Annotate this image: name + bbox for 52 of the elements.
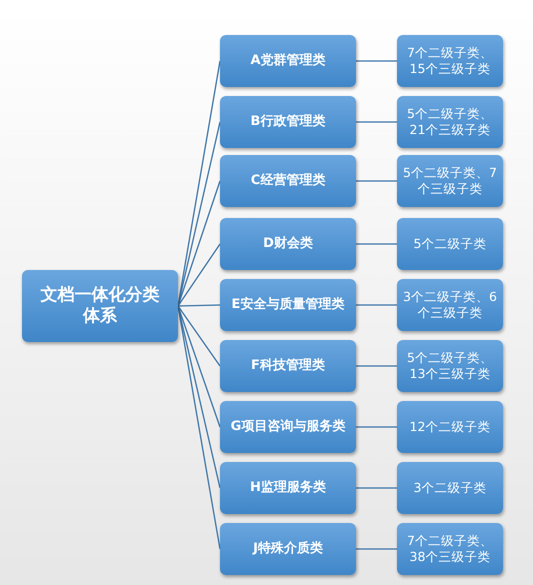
detail-label: 3个二级子类: [414, 480, 486, 496]
detail-box: [397, 155, 503, 207]
category-label: J特殊介质类: [253, 540, 323, 558]
detail-box: [397, 340, 503, 392]
root-box: [22, 270, 178, 342]
detail-box: [397, 218, 503, 270]
category-box: [220, 96, 356, 148]
detail-box: [397, 462, 503, 514]
category-box: [220, 401, 356, 453]
category-box: [220, 340, 356, 392]
connector-line: [356, 426, 397, 428]
connector-line: [177, 180, 221, 306]
detail-label: 7个二级子类、15个三级子类: [406, 45, 494, 77]
detail-label: 3个二级子类、6个三级子类: [402, 289, 498, 321]
connector-line: [356, 487, 397, 489]
category-box: [220, 35, 356, 87]
category-box: [220, 279, 356, 331]
connector-line: [177, 306, 221, 428]
detail-label: 12个二级子类: [410, 419, 490, 435]
connector-line: [356, 121, 397, 123]
connector-line: [356, 180, 397, 182]
category-box: [220, 218, 356, 270]
detail-label: 5个二级子类、21个三级子类: [406, 106, 494, 138]
detail-box: [397, 401, 503, 453]
detail-label: 5个二级子类: [414, 236, 486, 252]
connector-line: [356, 365, 397, 367]
connector-line: [356, 243, 397, 245]
detail-box: [397, 35, 503, 87]
category-label: E安全与质量管理类: [232, 296, 344, 314]
detail-box: [397, 279, 503, 331]
category-label: B行政管理类: [250, 114, 326, 130]
category-box: [220, 155, 356, 207]
connector-line: [177, 306, 221, 366]
connector-line: [356, 304, 397, 306]
category-label: D财会类: [263, 236, 313, 252]
detail-box: [397, 523, 503, 575]
category-box: [220, 462, 356, 514]
detail-label: 5个二级子类、7个三级子类: [402, 165, 498, 197]
connector-line: [356, 60, 397, 62]
detail-label: 5个二级子类、13个三级子类: [406, 350, 494, 382]
category-label: H监理服务类: [250, 480, 326, 496]
connector-line: [356, 548, 397, 550]
root-label: 文档一体化分类体系: [40, 284, 160, 328]
category-box: [220, 523, 356, 575]
connector-line: [177, 244, 221, 306]
category-label: C经营管理类: [250, 172, 326, 190]
category-label: F科技管理类: [251, 358, 325, 374]
detail-box: [397, 96, 503, 148]
category-label: A党群管理类: [250, 52, 326, 70]
connector-line: [178, 304, 220, 307]
category-label: G项目咨询与服务类: [230, 418, 346, 436]
detail-label: 7个二级子类、38个三级子类: [406, 533, 494, 565]
